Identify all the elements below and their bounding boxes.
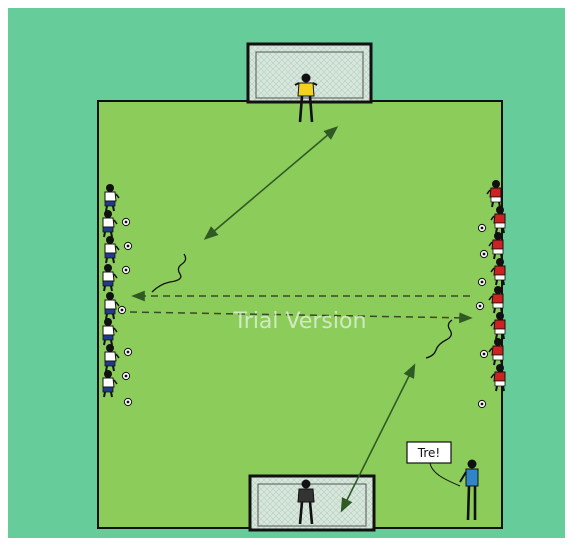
coach-callout-text: Tre!: [417, 446, 440, 460]
watermark-text: Trial Version: [233, 309, 367, 334]
